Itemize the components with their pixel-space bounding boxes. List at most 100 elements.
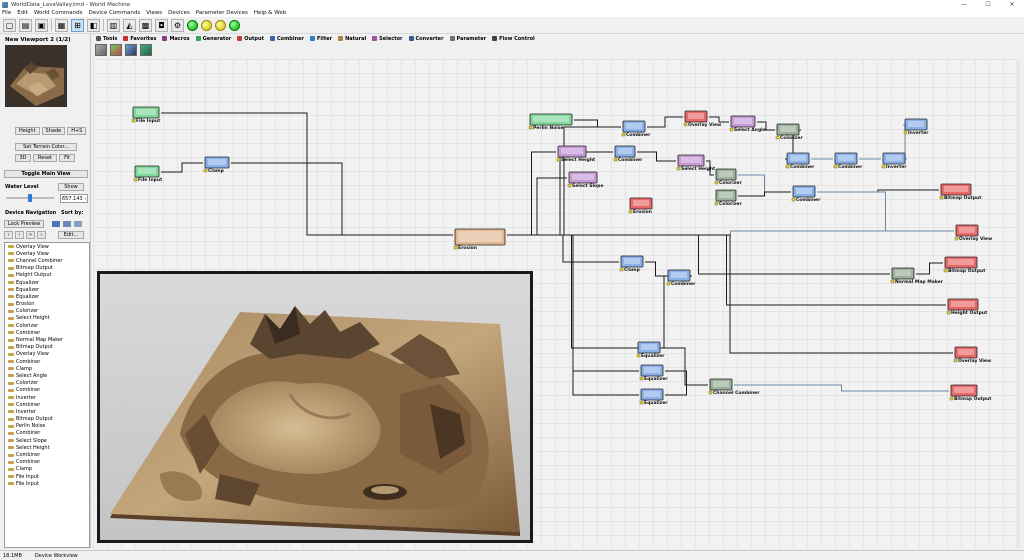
node-body[interactable] [684, 110, 708, 123]
node-body[interactable] [954, 346, 978, 359]
node-overlay-view-2[interactable]: Overlay View [954, 224, 992, 242]
tab-flow-control[interactable]: Flow Control [492, 36, 535, 42]
device-list-item[interactable]: Clamp [5, 466, 89, 473]
nav-forward-icon[interactable]: › [15, 231, 24, 239]
save-icon[interactable]: ▣ [35, 18, 48, 32]
tab-converter[interactable]: Converter [408, 36, 444, 42]
menu-device-commands[interactable]: Device Commands [88, 10, 141, 16]
connection-wire[interactable] [647, 116, 683, 128]
node-bitmap-output-3[interactable]: Bitmap Output [949, 384, 992, 402]
node-body[interactable] [950, 384, 978, 397]
water-level-slider[interactable] [6, 194, 54, 202]
device-list-item[interactable]: Inverter [5, 408, 89, 415]
connection-wire[interactable] [665, 384, 708, 396]
node-colorizer-1[interactable]: Colorizer [775, 123, 803, 141]
node-clamp-1[interactable]: Clamp [203, 156, 230, 174]
device-list-item[interactable]: Combiner [5, 451, 89, 458]
connection-wire[interactable] [645, 261, 666, 277]
device-list-item[interactable]: Channel Combiner [5, 257, 89, 264]
device-list-item[interactable]: Combiner [5, 459, 89, 466]
node-inverter-2[interactable]: Inverter [903, 118, 929, 136]
connection-wire[interactable] [507, 151, 613, 236]
connection-wire[interactable] [507, 151, 556, 236]
node-body[interactable] [568, 171, 598, 184]
node-body[interactable] [947, 298, 979, 311]
node-select-height-1[interactable]: Select Height [556, 145, 596, 163]
connection-wire[interactable] [817, 191, 954, 232]
connection-wire[interactable] [507, 177, 567, 236]
connection-wire[interactable] [161, 162, 203, 173]
tab-generator[interactable]: Generator [195, 36, 231, 42]
device-list-item[interactable]: File Input [5, 473, 89, 480]
node-combiner-6[interactable]: Combiner [666, 269, 696, 287]
node-erosion-2[interactable]: Erosion [628, 197, 653, 215]
device-list-item[interactable]: Overlay View [5, 243, 89, 250]
node-body[interactable] [620, 255, 644, 268]
node-body[interactable] [134, 165, 160, 178]
node-file-input-2[interactable]: File Input [133, 165, 163, 183]
tab-output[interactable]: Output [237, 36, 264, 42]
device-list-item[interactable]: Equalizer [5, 279, 89, 286]
node-body[interactable] [792, 185, 816, 198]
fit-button[interactable]: Fit [59, 154, 75, 162]
tab-combiner[interactable]: Combiner [269, 36, 304, 42]
menu-file[interactable]: File [2, 10, 12, 16]
device-list-item[interactable]: Bitmap Output [5, 416, 89, 423]
sort-order-icon[interactable] [74, 221, 82, 227]
toggle-main-view-button[interactable]: Toggle Main View [4, 170, 88, 178]
chart-icon[interactable]: ▥ [107, 18, 120, 32]
device-list-item[interactable]: Combiner [5, 387, 89, 394]
minimize-button[interactable]: — [961, 1, 967, 8]
node-body[interactable] [730, 115, 756, 128]
build-icon[interactable] [187, 19, 198, 31]
node-body[interactable] [637, 341, 661, 354]
node-erosion[interactable]: Erosion [453, 228, 506, 251]
node-body[interactable] [557, 145, 587, 158]
connection-wire[interactable] [665, 370, 708, 386]
node-body[interactable] [715, 189, 737, 202]
settings-icon[interactable]: ⚙ [171, 18, 184, 32]
device-list-item[interactable]: Inverter [5, 394, 89, 401]
node-body[interactable] [640, 364, 664, 377]
tab-favorites[interactable]: Favorites [123, 36, 156, 42]
device-list-item[interactable]: Equalizer [5, 293, 89, 300]
render-icon[interactable]: ◘ [155, 18, 168, 32]
connection-wire[interactable] [507, 234, 619, 263]
device-list-item[interactable]: Combiner [5, 401, 89, 408]
build-preview-icon[interactable] [201, 19, 212, 31]
terrain-icon[interactable]: ◭ [123, 18, 136, 32]
device-list-item[interactable]: Select Height [5, 315, 89, 322]
node-body[interactable] [891, 267, 915, 280]
device-list-item[interactable]: Normal Map Maker [5, 336, 89, 343]
tab-natural[interactable]: Natural [338, 36, 366, 42]
device-list-item[interactable]: File Input [5, 480, 89, 487]
node-select-slope[interactable]: Select Slope [567, 171, 603, 189]
device-list-item[interactable]: Colorizer [5, 380, 89, 387]
node-body[interactable] [132, 106, 160, 119]
device-list-item[interactable]: Perlin Noise [5, 423, 89, 430]
device-list-item[interactable]: Colorizer [5, 322, 89, 329]
connection-wire[interactable] [507, 234, 953, 354]
connection-wire[interactable] [738, 174, 791, 193]
node-normal-map-maker[interactable]: Normal Map Maker [890, 267, 944, 285]
node-body[interactable] [709, 378, 733, 391]
menu-views[interactable]: Views [146, 10, 163, 16]
explorer-view-icon[interactable]: ◧ [87, 18, 100, 32]
grid-icon[interactable]: ▩ [139, 18, 152, 32]
connection-wire[interactable] [706, 160, 714, 176]
node-overlay-view-1[interactable]: Overlay View [683, 110, 721, 128]
device-list-item[interactable]: Combiner [5, 358, 89, 365]
node-equalizer-3[interactable]: Equalizer [639, 388, 668, 406]
node-equalizer-2[interactable]: Equalizer [639, 364, 668, 382]
node-body[interactable] [904, 118, 928, 131]
macro-tool-icon[interactable] [140, 44, 152, 56]
tab-tools[interactable]: Tools [96, 36, 117, 42]
device-list-item[interactable]: Bitmap Output [5, 265, 89, 272]
connection-wire[interactable] [231, 162, 453, 236]
node-body[interactable] [944, 256, 978, 269]
connection-wire[interactable] [507, 234, 890, 275]
node-colorizer-3[interactable]: Colorizer [714, 189, 742, 207]
device-view-icon[interactable]: ⊞ [71, 18, 84, 32]
